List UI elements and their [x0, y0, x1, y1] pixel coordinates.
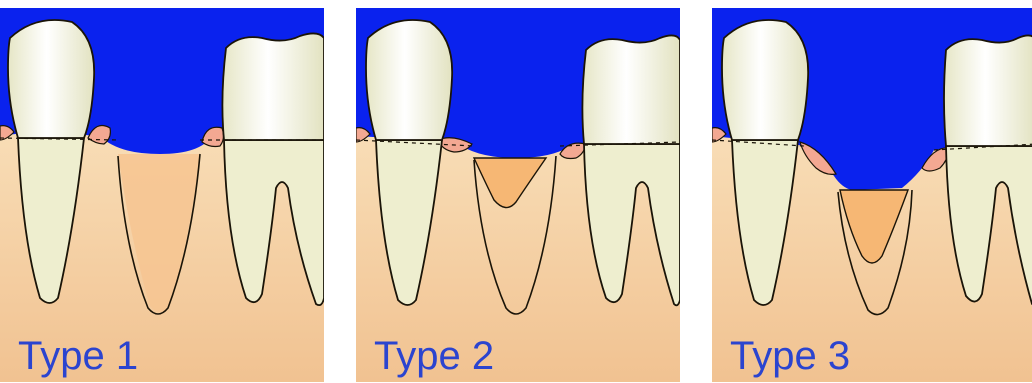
panel-label: Type 3: [730, 336, 850, 376]
tooth-right-crown: [582, 35, 680, 144]
panel-label: Type 1: [18, 336, 138, 376]
panel-type-2: Type 2: [356, 8, 680, 382]
type-1-illustration: [0, 8, 324, 382]
tooth-right-crown: [944, 35, 1032, 146]
tooth-right-crown: [222, 33, 324, 140]
type-3-illustration: [712, 8, 1032, 382]
tooth-left-crown: [366, 20, 452, 140]
tooth-left-crown: [8, 20, 94, 138]
tooth-left-crown: [722, 20, 808, 140]
panel-type-3: Type 3: [712, 8, 1032, 382]
type-2-illustration: [356, 8, 680, 382]
panel-type-1: Type 1: [0, 8, 324, 382]
panel-label: Type 2: [374, 336, 494, 376]
